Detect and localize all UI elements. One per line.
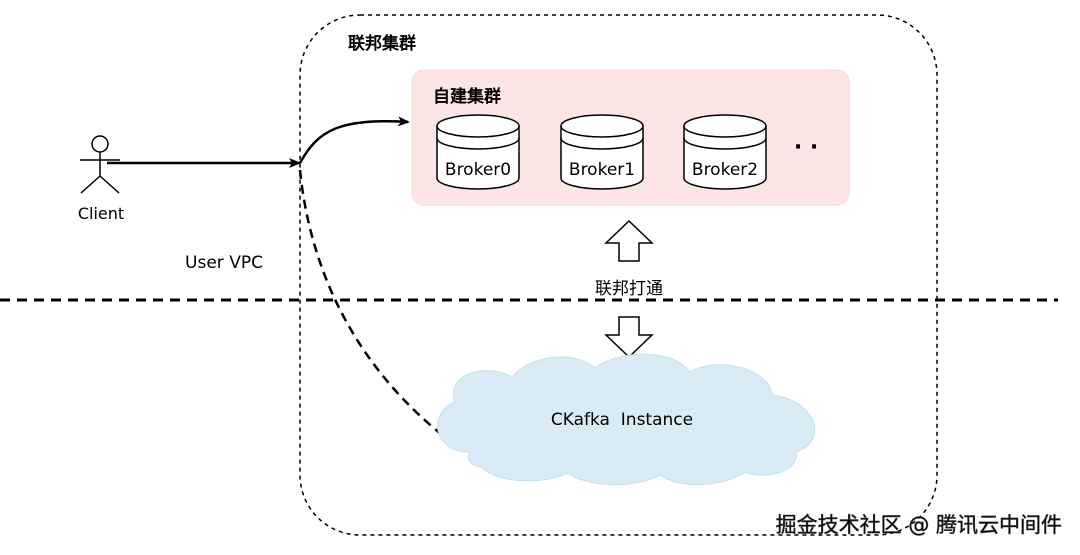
broker-cylinder-1: Broker1 (560, 114, 644, 190)
arrow-to-self-built-cluster (298, 116, 410, 164)
client-label: Client (78, 204, 124, 223)
federation-up-arrow-icon (604, 219, 654, 262)
federation-link-label: 联邦打通 (595, 279, 663, 299)
federation-down-arrow-icon (604, 316, 654, 359)
broker-cylinder-0: Broker0 (436, 114, 520, 190)
federation-cluster-boundary (299, 14, 938, 536)
ckafka-cloud-shape (437, 353, 815, 486)
watermark-text: 掘金技术社区 @ 腾讯云中间件 (776, 513, 1062, 537)
broker-label-2: Broker2 (692, 160, 758, 180)
broker-label-1: Broker1 (569, 160, 635, 180)
more-brokers-ellipsis: · · (794, 135, 818, 160)
client-actor-icon (80, 135, 120, 194)
ckafka-instance-label: CKafka Instance (551, 410, 693, 430)
dashed-arrow-to-ckafka (298, 169, 457, 447)
broker-label-0: Broker0 (445, 160, 511, 180)
user-vpc-label: User VPC (185, 253, 263, 273)
self-built-cluster-title: 自建集群 (433, 86, 501, 107)
broker-cylinder-2: Broker2 (683, 114, 767, 190)
federation-cluster-title: 联邦集群 (348, 33, 416, 54)
